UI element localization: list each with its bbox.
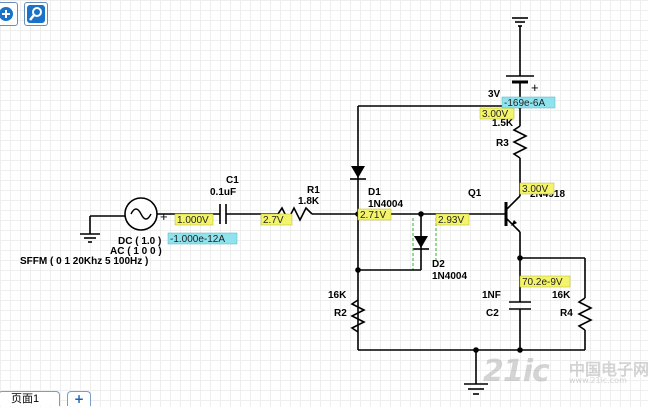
q1-name: Q1 <box>468 188 482 199</box>
r4-value: 16K <box>552 290 571 301</box>
r2-name: R2 <box>334 308 347 319</box>
c1-value: 0.1uF <box>210 187 236 198</box>
transistor-q1[interactable] <box>504 195 521 233</box>
svg-text:-169e-6A: -169e-6A <box>504 98 545 109</box>
diode-d2[interactable] <box>413 236 429 250</box>
c2-value: 1NF <box>482 290 501 301</box>
d2-value: 1N4004 <box>432 271 467 282</box>
d1-name: D1 <box>368 187 381 198</box>
voltage-probe-r1[interactable]: 2.7V <box>260 213 293 226</box>
svg-text:2.71V: 2.71V <box>360 210 386 221</box>
voltage-probe-collector[interactable]: 3.00V <box>519 182 555 195</box>
resistor-r3[interactable] <box>512 125 528 159</box>
voltage-probe-supply[interactable]: 3.00V <box>479 107 515 120</box>
source-ac-label: AC ( 1 0 0 ) <box>110 246 162 257</box>
svg-text:2.7V: 2.7V <box>263 215 284 226</box>
r1-value: 1.8K <box>298 196 320 207</box>
source-plus-sign: + <box>160 209 168 224</box>
q1-value: 2N4918 <box>530 189 565 200</box>
battery-plus-sign: + <box>531 80 539 95</box>
c1-name: C1 <box>226 175 239 186</box>
resistor-r2[interactable] <box>350 299 366 333</box>
d2-name: D2 <box>432 259 445 270</box>
r1-name: R1 <box>307 185 320 196</box>
page-tab-bar: 页面1 + <box>0 389 648 406</box>
svg-text:3.00V: 3.00V <box>482 109 508 120</box>
zoom-in-button[interactable] <box>0 2 18 26</box>
resistor-r4[interactable] <box>577 297 593 331</box>
junction-dot <box>517 255 523 261</box>
diode-d1[interactable] <box>350 166 366 180</box>
capacitor-c1[interactable] <box>219 204 227 224</box>
zoom-in-icon <box>0 7 13 21</box>
r3-value: 1.5K <box>492 118 514 129</box>
battery-3v[interactable] <box>506 75 534 84</box>
source-dc-label: DC ( 1.0 ) <box>118 236 161 247</box>
source-sffm-label: SFFM ( 0 1 20Khz 5 100Hz ) <box>20 256 148 267</box>
c2-name: C2 <box>486 308 499 319</box>
r3-name: R3 <box>496 138 509 149</box>
capacitor-c2[interactable] <box>509 301 531 310</box>
ac-source[interactable] <box>124 197 158 231</box>
zoom-search-button[interactable] <box>24 2 48 26</box>
r2-value: 16K <box>328 290 347 301</box>
ground-symbol-top <box>512 17 528 27</box>
voltage-probe-base[interactable]: 2.93V <box>435 213 470 226</box>
voltage-probe-source[interactable]: 1.000V <box>174 213 214 226</box>
voltage-probe-d1[interactable]: 2.71V <box>357 208 392 221</box>
svg-text:-1.000e-12A: -1.000e-12A <box>170 234 225 245</box>
ground-symbol-source <box>80 216 100 243</box>
svg-text:2.93V: 2.93V <box>438 215 464 226</box>
voltage-probe-emitter[interactable]: 70.2e-9V <box>519 275 571 288</box>
d1-value: 1N4004 <box>368 199 403 210</box>
current-probe-supply[interactable]: -169e-6A <box>501 96 556 109</box>
battery-value: 3V <box>488 89 501 100</box>
svg-text:1.000V: 1.000V <box>177 215 209 226</box>
current-probe-source[interactable]: -1.000e-12A <box>167 232 238 245</box>
tab-page-1[interactable]: 页面1 <box>0 391 60 406</box>
ground-symbol-main <box>464 383 488 395</box>
zoom-search-icon <box>27 5 45 23</box>
svg-text:3.00V: 3.00V <box>522 184 548 195</box>
r4-name: R4 <box>560 308 573 319</box>
resistor-r1[interactable] <box>277 206 313 222</box>
svg-text:70.2e-9V: 70.2e-9V <box>522 277 563 288</box>
add-tab-button[interactable]: + <box>67 391 91 406</box>
